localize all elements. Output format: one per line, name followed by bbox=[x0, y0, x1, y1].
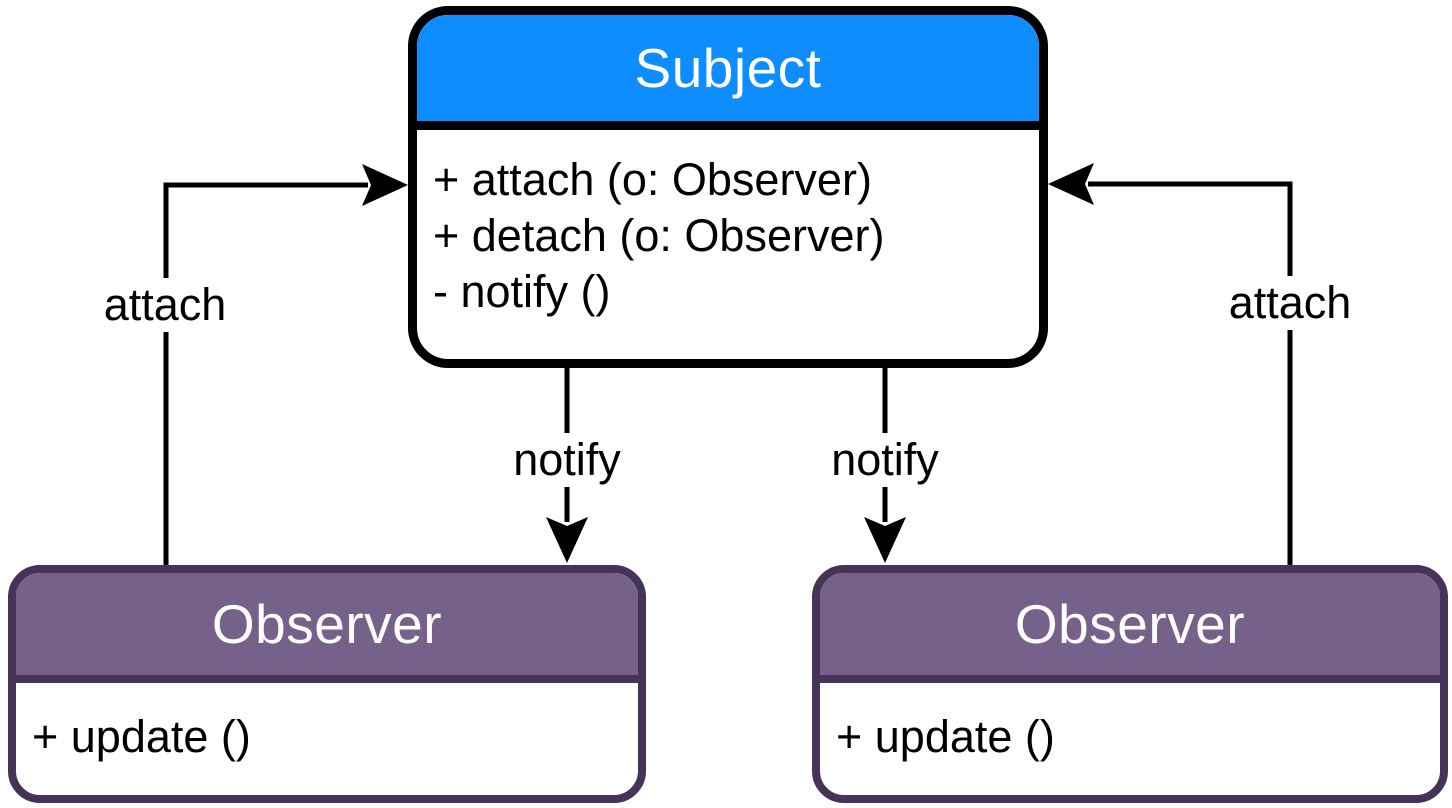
arrowhead-down-icon bbox=[546, 517, 588, 563]
connector-attach-right bbox=[1048, 163, 1293, 565]
member-update: + update () bbox=[836, 711, 1055, 762]
edge-label-attach-right: attach bbox=[1222, 276, 1358, 330]
class-members-observer-right: + update () bbox=[820, 683, 1440, 765]
class-title-observer-right: Observer bbox=[820, 573, 1440, 683]
class-members-observer-left: + update () bbox=[16, 683, 638, 765]
arrowhead-left-icon bbox=[1048, 163, 1094, 205]
class-box-subject: Subject + attach (o: Observer) + detach … bbox=[408, 6, 1048, 368]
edge-label-attach-left: attach bbox=[97, 278, 233, 332]
arrowhead-right-icon bbox=[362, 164, 408, 206]
edge-label-notify-left: notify bbox=[507, 433, 627, 487]
class-box-observer-right: Observer + update () bbox=[812, 565, 1448, 803]
class-box-observer-left: Observer + update () bbox=[8, 565, 646, 803]
member-update: + update () bbox=[32, 711, 251, 762]
class-title-observer-left: Observer bbox=[16, 573, 638, 683]
member-detach: + detach (o: Observer) bbox=[433, 210, 885, 261]
connector-attach-left bbox=[163, 164, 408, 565]
member-notify: - notify () bbox=[433, 266, 611, 317]
edge-label-notify-right: notify bbox=[825, 433, 945, 487]
class-members-subject: + attach (o: Observer) + detach (o: Obse… bbox=[417, 130, 1039, 320]
class-title-subject: Subject bbox=[417, 15, 1039, 130]
arrowhead-down-icon bbox=[864, 517, 906, 563]
member-attach: + attach (o: Observer) bbox=[433, 154, 872, 205]
